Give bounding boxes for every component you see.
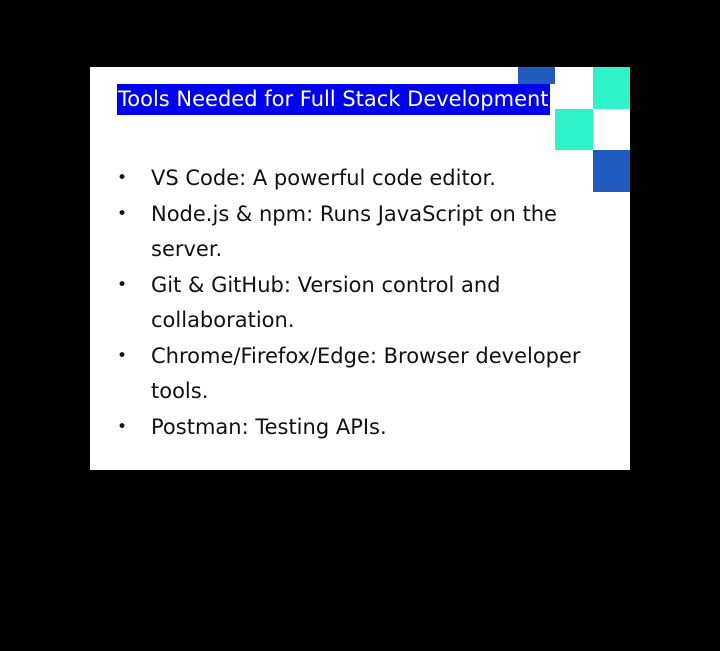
bullet-text: Postman: Testing APIs. (151, 414, 387, 439)
bullet-item: • Chrome/Firefox/Edge: Browser developer… (112, 339, 582, 410)
bullet-text: Chrome/Firefox/Edge: Browser developer t… (151, 343, 581, 404)
decorative-teal-square (555, 109, 593, 150)
decorative-teal-square (593, 67, 630, 109)
bullet-item: • Node.js & npm: Runs JavaScript on the … (112, 197, 582, 268)
bullet-item: • Git & GitHub: Version control and coll… (112, 268, 582, 339)
bullet-icon: • (117, 274, 128, 295)
decorative-blue-square (518, 67, 555, 84)
bullet-list: • VS Code: A powerful code editor. • Nod… (112, 161, 582, 445)
bullet-text: Node.js & npm: Runs JavaScript on the se… (151, 201, 557, 262)
bullet-item: • Postman: Testing APIs. (112, 410, 582, 446)
bullet-text: Git & GitHub: Version control and collab… (151, 272, 501, 333)
decorative-blue-square (593, 150, 630, 192)
bullet-icon: • (117, 168, 128, 188)
bullet-item: • VS Code: A powerful code editor. (112, 161, 582, 197)
bullet-icon: • (117, 416, 128, 437)
slide-title: Tools Needed for Full Stack Development (117, 84, 550, 115)
bullet-text: VS Code: A powerful code editor. (151, 166, 496, 190)
bullet-icon: • (117, 345, 128, 366)
bullet-icon: • (117, 203, 128, 224)
slide: Tools Needed for Full Stack Development … (90, 67, 630, 470)
